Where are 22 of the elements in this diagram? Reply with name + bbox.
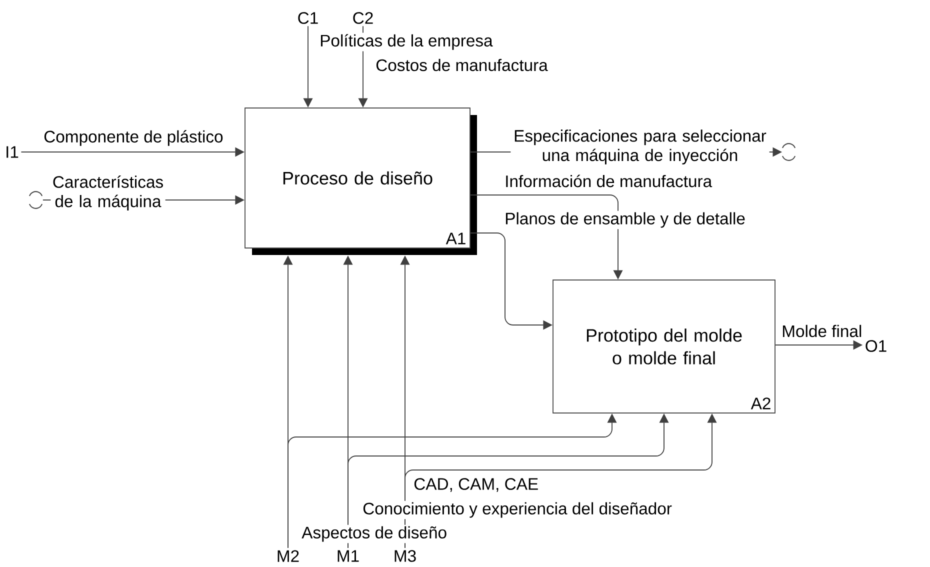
edge-label: Aspectos de diseño (300, 524, 448, 544)
boundary-label: M2 (278, 550, 299, 562)
activity-box: Prototipo del molde o molde final A2 (552, 280, 776, 414)
edge-label: Componente de plástico (42, 128, 225, 148)
boundary-label: O1 (866, 340, 886, 352)
edge-label: Molde final (780, 324, 864, 338)
edge-label: Conocimiento y experiencia del diseñador (361, 500, 674, 520)
boundary-label: C1 (298, 12, 318, 24)
edge-label: CAD, CAM, CAE (412, 476, 540, 494)
tunnel-symbol (782, 143, 796, 161)
edge-label: Especificaciones para seleccionar una máquina de inyección (510, 128, 770, 166)
edge-label: Características de la máquina (50, 174, 166, 212)
boundary-label: C2 (353, 12, 373, 24)
boundary-label: M3 (394, 550, 416, 562)
edge-label: Políticas de la empresa (318, 32, 494, 52)
boundary-label: M1 (338, 550, 359, 562)
boundary-label: I1 (6, 146, 18, 158)
edge-label: Información de manufactura (503, 173, 714, 189)
edge-label: Costos de manufactura (374, 58, 550, 72)
tunnel-symbol (28, 191, 43, 209)
activity-box: Proceso de diseño A1 (244, 108, 477, 255)
edge-label: Planos de ensamble y de detalle (503, 210, 747, 230)
